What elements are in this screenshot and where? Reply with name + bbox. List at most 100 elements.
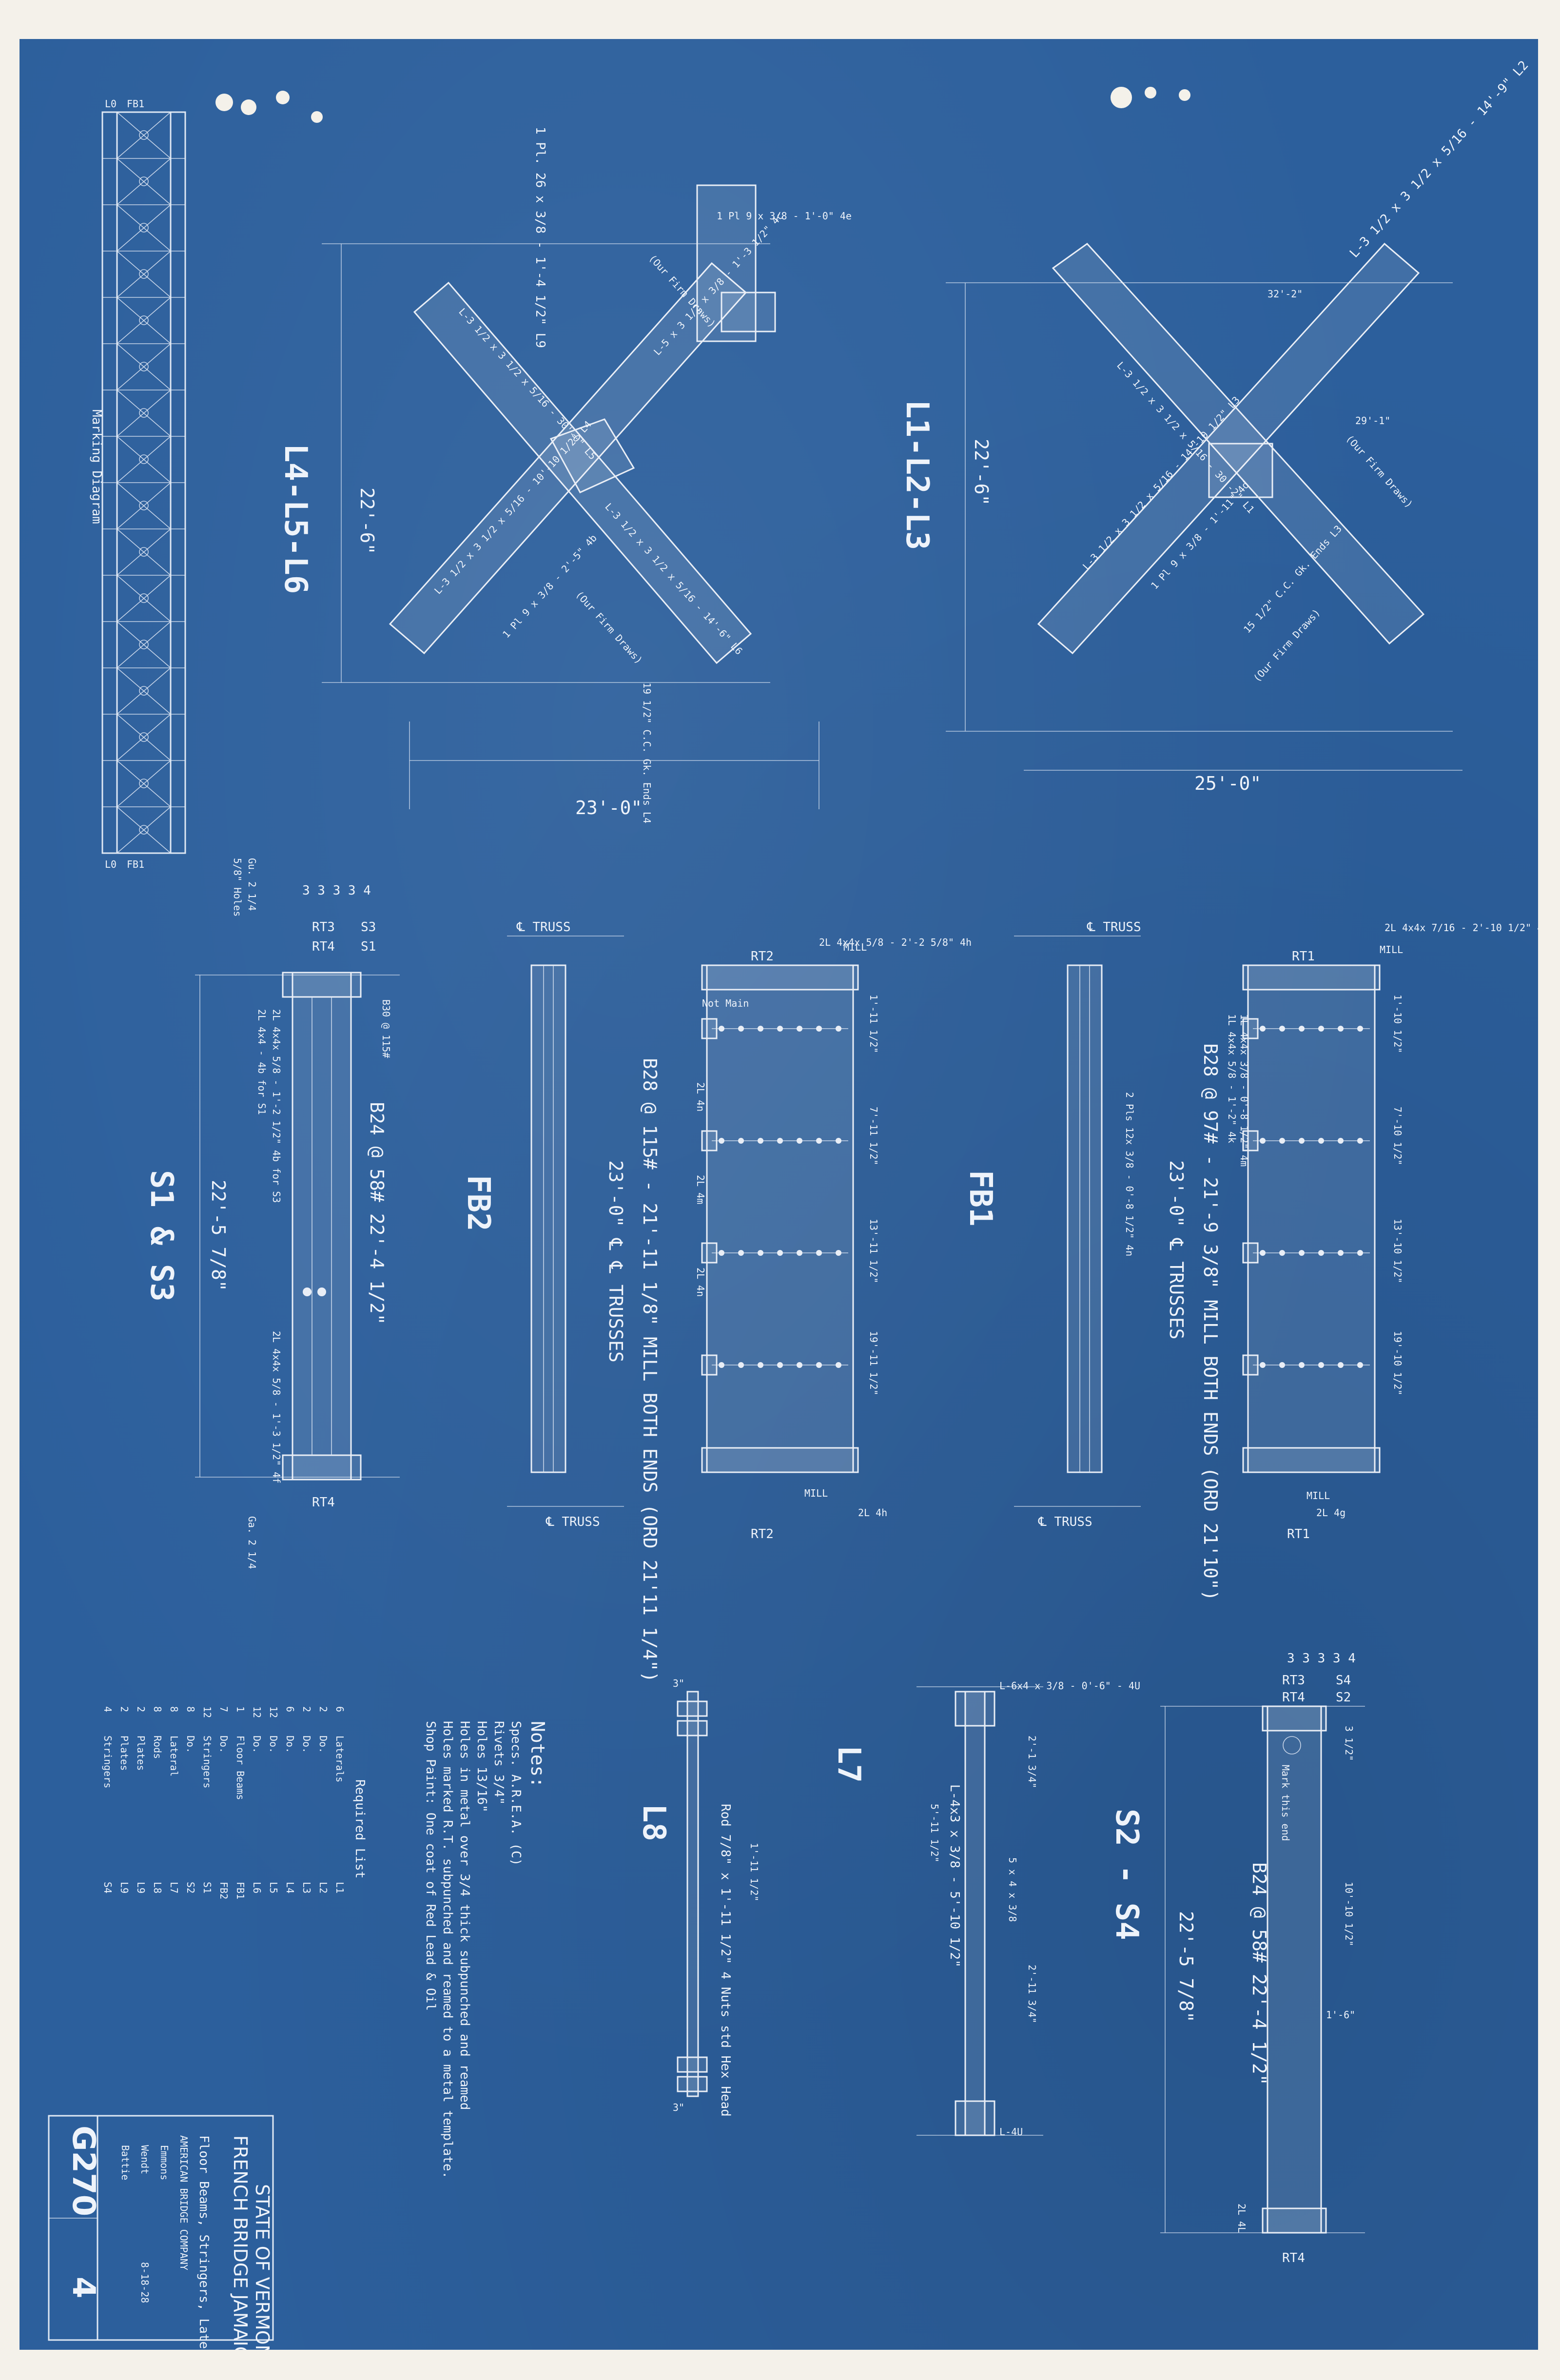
rivet bbox=[1318, 1138, 1324, 1144]
title-company: AMERICAN BRIDGE COMPANY bbox=[178, 2135, 190, 2270]
s2s4-label-4: RT4 bbox=[1282, 2251, 1305, 2265]
notes-line-1: Rivets 3/4" bbox=[491, 1721, 506, 1805]
rivet bbox=[758, 1138, 763, 1144]
rivet bbox=[1338, 1026, 1344, 1032]
s1s3-bore: B30 @ 115# bbox=[380, 999, 392, 1058]
l8-dim-2: 3" bbox=[673, 2102, 684, 2113]
fb1-spacing: 23'-0" ℄ TRUSSES bbox=[1166, 1160, 1187, 1340]
rivet bbox=[836, 1250, 841, 1256]
required-list-mark: S2 bbox=[185, 1882, 196, 1893]
s2s4-label-6: 2L 4L bbox=[1236, 2204, 1248, 2233]
rivet bbox=[1299, 1026, 1305, 1032]
title-subject: Floor Beams, Stringers, Laterals bbox=[196, 2135, 211, 2350]
bracing-left-member-4: 1 Pl 9 x 3/8 - 1'-0" 4e bbox=[717, 210, 852, 222]
bracing-right-note-2: 32'-2" bbox=[1268, 288, 1303, 300]
rivet bbox=[777, 1026, 783, 1032]
s1s3-label-0: RT3 bbox=[312, 920, 335, 935]
fb2-truss-top: ℄ TRUSS bbox=[516, 920, 571, 935]
s2s4-label-0: RT3 bbox=[1282, 1673, 1305, 1688]
fb2-label-0: RT2 bbox=[751, 949, 774, 964]
marking-brace bbox=[117, 714, 171, 761]
rivet bbox=[816, 1362, 822, 1368]
s2s4-label-1: S4 bbox=[1336, 1673, 1351, 1688]
rivet bbox=[1357, 1026, 1363, 1032]
l7-dim-0: 2'-1 3/4" bbox=[1026, 1736, 1038, 1788]
detail-s1s3: S1 & S3 B24 @ 58# 22'-4 1/2" 22'-5 7/8" … bbox=[143, 858, 400, 1569]
bracing-right-member-0: L-3 1/2 x 3 1/2 x 5/16 - 14'-9" L2 bbox=[1347, 58, 1531, 261]
rivet bbox=[719, 1362, 724, 1368]
required-list-mark: L9 bbox=[135, 1882, 147, 1893]
l7-top: L-6x4 x 3/8 - 0'-6" - 4U bbox=[999, 1680, 1140, 1692]
required-list-item: Do. bbox=[268, 1736, 279, 1753]
stiffener-plate bbox=[1242, 1130, 1259, 1151]
rivet bbox=[719, 1138, 724, 1144]
required-list-item: Stringers bbox=[201, 1736, 213, 1788]
fb1-dim-2: 13'-10 1/2" bbox=[1392, 1219, 1404, 1283]
rivet bbox=[1338, 1362, 1344, 1368]
l7-mid: L-4x3 x 3/8 - 5'-10 1/2" bbox=[947, 1784, 962, 1968]
fb2-spacing: 23'-0" ℄ ℄ TRUSSES bbox=[605, 1160, 626, 1363]
marking-node bbox=[139, 223, 149, 233]
s1s3-ga: Ga. 2 1/4 bbox=[246, 1516, 258, 1569]
rivet bbox=[1299, 1250, 1305, 1256]
fb2-beam: B28 @ 115# - 21'-11 1/8" MILL BOTH ENDS … bbox=[639, 1058, 661, 1682]
required-list-mark: S1 bbox=[201, 1882, 213, 1893]
marking-node bbox=[139, 501, 149, 510]
marking-node bbox=[139, 732, 149, 742]
marking-node bbox=[139, 454, 149, 464]
notes-line-0: Specs. A.R.E.A. (C) bbox=[508, 1721, 523, 1866]
stiffener-plate bbox=[1242, 1018, 1259, 1039]
required-list-qty: 12 bbox=[201, 1706, 213, 1718]
required-list-mark: FB1 bbox=[234, 1882, 246, 1899]
rivet bbox=[1260, 1362, 1266, 1368]
required-list-qty: 2 bbox=[317, 1706, 329, 1712]
stiffener-plate bbox=[701, 1354, 718, 1376]
required-list-item: Do. bbox=[185, 1736, 196, 1753]
fb2-label-1: RT2 bbox=[751, 1527, 774, 1541]
l7-bot: L-4U bbox=[999, 2126, 1023, 2138]
bracing-left-note-1: (Our Firm Draws) bbox=[573, 588, 645, 666]
rivet bbox=[1260, 1026, 1266, 1032]
rivet bbox=[797, 1026, 802, 1032]
s1s3-title: S1 & S3 bbox=[143, 1170, 179, 1302]
detail-l7: L7 L-6x4 x 3/8 - 0'-6" - 4U L-4x3 x 3/8 … bbox=[831, 1680, 1140, 2138]
notes-line-3: Holes in metal over 3/4 thick subpunched… bbox=[457, 1721, 472, 2110]
s1s3-label-1: S3 bbox=[361, 920, 376, 935]
fb2-label-2: 2L 4x4x 5/8 - 2'-2 5/8" 4h bbox=[819, 936, 972, 948]
rivet bbox=[816, 1138, 822, 1144]
notes: Notes: Specs. A.R.E.A. (C) Rivets 3/4" H… bbox=[423, 1721, 548, 2179]
s2s4-label-2: RT4 bbox=[1282, 1690, 1305, 1705]
bracing-right-title: L1-L2-L3 bbox=[899, 400, 935, 550]
marking-fb-bottom: FB1 bbox=[127, 858, 144, 870]
marking-node bbox=[139, 825, 149, 835]
fb1-truss-bot: ℄ TRUSS bbox=[1038, 1515, 1092, 1529]
fb2-label-9: Not Main bbox=[702, 997, 749, 1009]
rivet bbox=[777, 1138, 783, 1144]
s2s4-title: S2 - S4 bbox=[1109, 1809, 1145, 1940]
rivet bbox=[1279, 1138, 1285, 1144]
rivet bbox=[1299, 1138, 1305, 1144]
detail-fb2: FB2 ℄ TRUSS ℄ TRUSS B28 @ 115# - 21'-11 … bbox=[460, 920, 972, 1682]
fb1-dim-0: 1'-10 1/2" bbox=[1392, 995, 1404, 1053]
bracing-left: L4-L5-L6 23'-0" 22'-6" 1 Pl. 26 x 3/8 - … bbox=[277, 127, 935, 823]
required-list-mark: S4 bbox=[102, 1882, 114, 1893]
required-list-qty: 4 bbox=[102, 1706, 114, 1712]
required-list-mark: L9 bbox=[118, 1882, 130, 1893]
fb1-beam: B28 @ 97# - 21'-9 3/8" MILL BOTH ENDS (O… bbox=[1200, 1043, 1221, 1601]
stiffener-plate bbox=[701, 1130, 718, 1151]
required-list-mark: L7 bbox=[168, 1882, 180, 1893]
notes-line-5: Shop Paint: One coat of Red Lead & Oil bbox=[423, 1721, 438, 2011]
marking-node bbox=[139, 176, 149, 186]
marking-brace bbox=[117, 343, 171, 390]
required-list-item: Do. bbox=[251, 1736, 263, 1753]
required-list-item: Lateral bbox=[168, 1736, 180, 1776]
required-list-item: Do. bbox=[218, 1736, 230, 1753]
s2s4-ticks: 3 3 3 3 4 bbox=[1287, 1651, 1356, 1666]
rivet bbox=[1318, 1026, 1324, 1032]
rivet bbox=[797, 1138, 802, 1144]
marking-fb-top: FB1 bbox=[127, 98, 144, 110]
marking-node bbox=[139, 547, 149, 557]
marking-brace bbox=[117, 667, 171, 715]
rivet bbox=[738, 1362, 744, 1368]
required-list-item: Laterals bbox=[334, 1736, 346, 1782]
